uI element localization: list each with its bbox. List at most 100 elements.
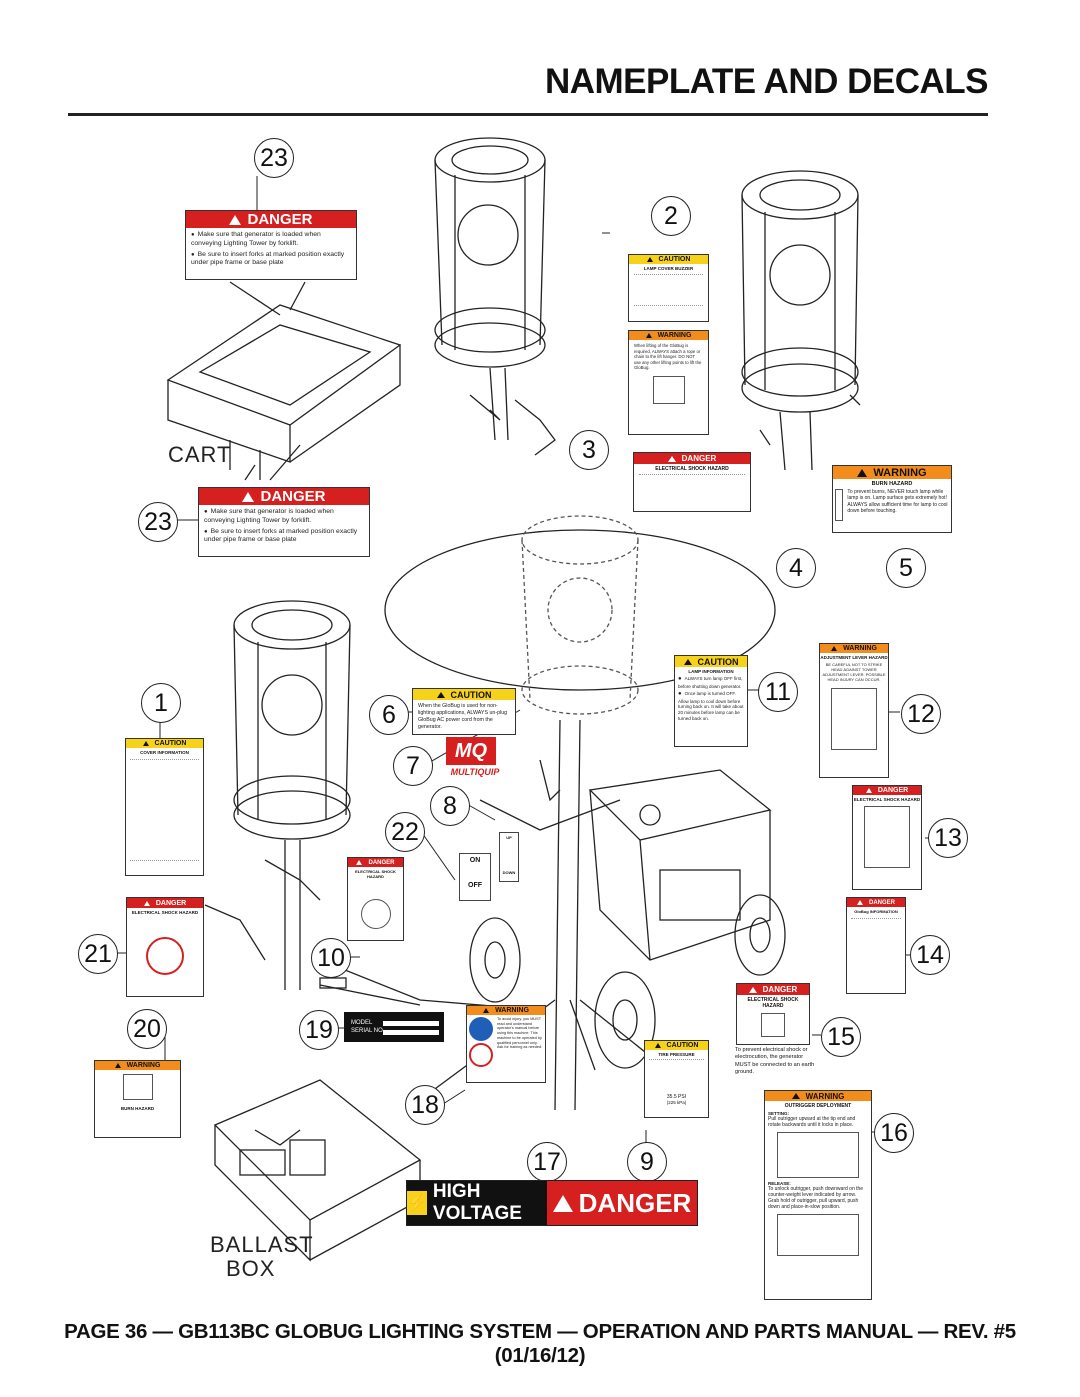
prohibition-icon bbox=[146, 937, 184, 975]
decal-subtitle: ELECTRICAL SHOCK HAZARD bbox=[747, 997, 799, 1009]
decal-subtitle: BURN HAZARD bbox=[871, 481, 913, 487]
decal-15-danger: DANGER ELECTRICAL SHOCK HAZARD bbox=[736, 983, 810, 1045]
callout-22: 22 bbox=[385, 812, 425, 852]
decal-18-caution: CAUTION TIRE PRESSURE 35.5 PSI (225 kPa) bbox=[644, 1040, 709, 1118]
decal-header: CAUTION bbox=[697, 656, 739, 667]
decal-header: DANGER bbox=[260, 488, 326, 505]
decal-6-caution: CAUTION When the GloBug is used for non-… bbox=[412, 688, 516, 735]
decal-header: WARNING bbox=[873, 466, 927, 479]
decal-text: When the GloBug is used for non-lighting… bbox=[418, 703, 508, 730]
warning-triangle-icon bbox=[242, 491, 255, 502]
decal-20-warning: WARNING BURN HAZARD bbox=[94, 1060, 181, 1138]
decal-text: When lifting of the GloBug is required, … bbox=[634, 343, 702, 371]
decal-line: Make sure that generator is loaded when … bbox=[204, 508, 364, 525]
callout-6: 6 bbox=[369, 695, 409, 735]
callout-16: 16 bbox=[874, 1113, 914, 1153]
logo-text: MULTIQUIP bbox=[450, 767, 500, 777]
decal-header: CAUTION bbox=[450, 689, 492, 700]
decal-subtitle: ELECTRICAL SHOCK HAZARD bbox=[655, 466, 729, 472]
title-rule bbox=[68, 113, 988, 116]
cart-label: CART bbox=[168, 442, 232, 467]
warning-triangle-icon bbox=[356, 860, 363, 865]
decal-warning-read-manual: WARNING To avoid injury, you MUST read a… bbox=[466, 1005, 546, 1083]
callout-14: 14 bbox=[910, 935, 950, 975]
warning-triangle-icon bbox=[436, 691, 445, 698]
warning-triangle-icon bbox=[667, 455, 676, 462]
decal-text: To prevent burns, NEVER touch lamp while… bbox=[847, 489, 948, 514]
decal-line: Be sure to insert forks at marked positi… bbox=[191, 251, 351, 268]
callout-23-bottom: 23 bbox=[138, 502, 178, 542]
switch-up-label: UP bbox=[506, 835, 512, 840]
decal-header: WARNING bbox=[657, 332, 692, 339]
decal-header: WARNING bbox=[843, 645, 877, 652]
decal-header: CAUTION bbox=[658, 256, 691, 263]
decal-subtitle: ELECTRICAL SHOCK HAZARD bbox=[131, 910, 199, 915]
warning-triangle-icon bbox=[552, 1194, 573, 1212]
tower-shock-icon bbox=[864, 806, 910, 868]
decal-subtitle: TIRE PRESSURE bbox=[658, 1052, 695, 1057]
high-voltage-label: HIGH VOLTAGE bbox=[432, 1181, 522, 1224]
head-strike-icon bbox=[831, 688, 877, 750]
multiquip-logo: MQ MULTIQUIP bbox=[430, 737, 520, 781]
decal-header: DANGER bbox=[877, 787, 909, 794]
decal-11-caution: CAUTION LAMP INFORMATION ALWAYS turn lam… bbox=[674, 655, 748, 747]
decal-23-top: DANGER Make sure that generator is loade… bbox=[185, 210, 357, 280]
decal-header: DANGER bbox=[681, 454, 717, 463]
hand-burn-icon bbox=[835, 489, 844, 521]
warning-triangle-icon bbox=[791, 1093, 800, 1099]
decal-2-caution: CAUTION LAMP COVER BUZZER bbox=[628, 254, 709, 322]
danger-label: DANGER bbox=[578, 1187, 692, 1218]
tire-kpa: (225 kPa) bbox=[666, 1100, 687, 1105]
callout-10: 10 bbox=[311, 938, 351, 978]
page-footer: PAGE 36 — GB113BC GLOBUG LIGHTING SYSTEM… bbox=[64, 1320, 1016, 1367]
callout-21: 21 bbox=[78, 934, 118, 974]
decal-header: DANGER bbox=[868, 899, 895, 906]
warning-triangle-icon bbox=[856, 900, 863, 905]
decal-19-nameplate: MODEL SERIAL NO. bbox=[344, 1012, 444, 1042]
outrigger-diagram bbox=[777, 1131, 859, 1178]
decal-12-warning: WARNING ADJUSTMENT LEVER HAZARD BE CAREF… bbox=[819, 643, 889, 778]
callout-11: 11 bbox=[758, 672, 798, 712]
decal-2-warning: WARNING When lifting of the GloBug is re… bbox=[628, 330, 709, 435]
callout-2: 2 bbox=[651, 196, 691, 236]
decal-subtitle: ELECTRICAL SHOCK HAZARD bbox=[355, 869, 396, 879]
warning-triangle-icon bbox=[865, 788, 872, 793]
decal-subtitle: LAMP INFORMATION bbox=[688, 669, 734, 674]
cart-frame bbox=[166, 281, 402, 481]
decal-line: Make sure that generator is loaded when … bbox=[191, 231, 351, 248]
tire-psi: 35.5 PSI bbox=[666, 1094, 687, 1100]
decal-line: Be sure to insert forks at marked positi… bbox=[204, 528, 364, 545]
page-title: NAMEPLATE AND DECALS bbox=[544, 62, 989, 101]
switch-on-label: ON bbox=[469, 857, 481, 864]
decal-header: WARNING bbox=[495, 1007, 529, 1014]
lightning-bolt-icon: ⚡ bbox=[407, 1191, 427, 1215]
light-head-left bbox=[204, 600, 351, 990]
nameplate-model-label: MODEL bbox=[351, 1020, 373, 1026]
outrigger-release-diagram bbox=[777, 1213, 859, 1256]
decal-1-caution: CAUTION COVER INFORMATION bbox=[125, 738, 204, 876]
callout-3: 3 bbox=[569, 430, 609, 470]
warning-triangle-icon bbox=[229, 214, 242, 225]
decal-header: CAUTION bbox=[154, 740, 187, 747]
forklift-icon bbox=[652, 375, 685, 404]
decal-subtitle: GloBug INFORMATION bbox=[854, 909, 898, 914]
decal-subtitle: BURN HAZARD bbox=[120, 1106, 155, 1111]
warning-triangle-icon bbox=[831, 646, 838, 651]
decal-header: CAUTION bbox=[666, 1042, 699, 1049]
warning-triangle-icon bbox=[142, 741, 149, 746]
decal-17-high-voltage: ⚡ HIGH VOLTAGE DANGER bbox=[406, 1180, 698, 1226]
callout-23-top: 23 bbox=[254, 138, 294, 178]
warning-triangle-icon bbox=[683, 658, 692, 665]
callout-12: 12 bbox=[901, 694, 941, 734]
decal-header: WARNING bbox=[126, 1062, 161, 1069]
decal-23-bottom: DANGER Make sure that generator is loade… bbox=[198, 487, 370, 557]
light-head-right-top bbox=[741, 170, 861, 471]
ground-icon bbox=[761, 1013, 785, 1037]
warning-triangle-icon bbox=[143, 900, 150, 906]
warning-triangle-icon bbox=[114, 1063, 121, 1068]
ballast-label-line2: BOX bbox=[226, 1256, 276, 1281]
release-text: To unlock outrigger, push downward on th… bbox=[768, 1185, 864, 1211]
decal-header: DANGER bbox=[762, 985, 798, 994]
read-manual-icon bbox=[469, 1017, 493, 1041]
